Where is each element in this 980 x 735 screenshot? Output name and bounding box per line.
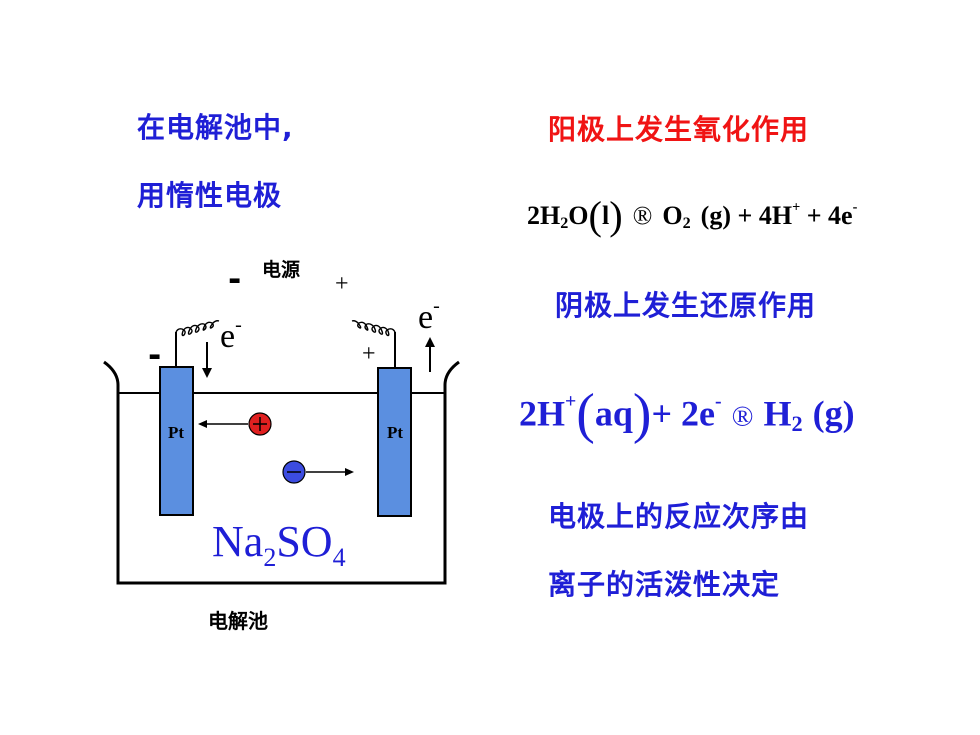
right-electrode (377, 367, 412, 517)
anode-equation: 2H2O(l)®O2(g) + 4H+ + 4e- (527, 193, 858, 238)
cathode-equation: 2H+(aq)+ 2e-®H2(g) (519, 383, 855, 445)
power-source-label: 电源 (262, 258, 300, 281)
right-electron-arrowhead (425, 337, 435, 347)
power-minus-sign: - (228, 260, 241, 298)
left-electron-arrowhead (202, 368, 212, 378)
beaker-outline (103, 360, 460, 585)
left-electron-label: e- (220, 314, 242, 355)
left-wire-coil (175, 320, 220, 337)
left-electrode-sign: - (148, 336, 161, 374)
intro-line-2: 用惰性电极 (137, 179, 283, 212)
right-electrode-sign: + (362, 341, 376, 367)
anode-heading: 阳极上发生氧化作用 (548, 113, 810, 146)
right-electrode-label: Pt (387, 423, 403, 442)
left-electrode (159, 366, 194, 516)
left-electrode-label: Pt (168, 423, 184, 442)
right-wire-coil (351, 320, 396, 337)
cell-label: 电解池 (208, 609, 268, 633)
intro-line-1: 在电解池中, (137, 111, 294, 144)
right-electron-label: e- (418, 295, 440, 336)
cathode-heading: 阴极上发生还原作用 (555, 289, 817, 322)
order-line-1: 电极上的反应次序由 (548, 500, 810, 533)
order-line-2: 离子的活泼性决定 (548, 568, 781, 601)
electrolyte-formula: Na2SO4 (212, 517, 346, 572)
power-plus-sign: + (335, 271, 349, 297)
